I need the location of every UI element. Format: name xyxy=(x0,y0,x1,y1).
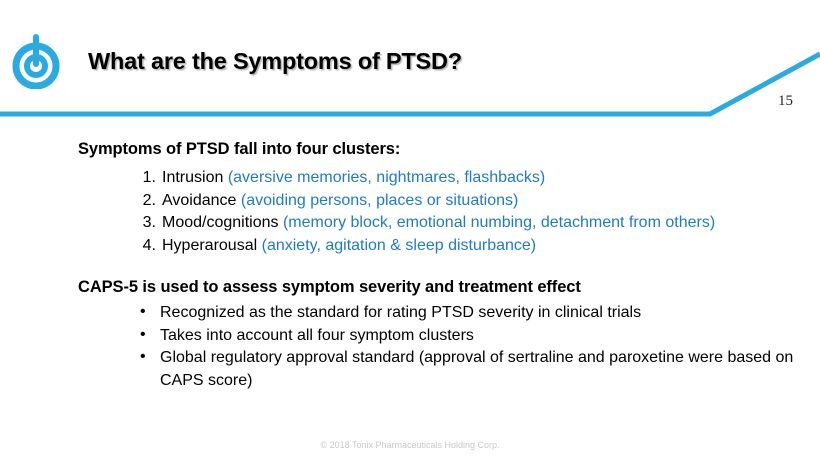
list-item-detail: (memory block, emotional numbing, detach… xyxy=(282,214,716,232)
page-number: 15 xyxy=(778,93,793,109)
list-item-term: Mood/cognitions xyxy=(162,214,283,232)
list-item-text: Recognized as the standard for rating PT… xyxy=(160,303,642,321)
caps5-bullet-list: • Recognized as the standard for rating P… xyxy=(0,302,820,393)
list-marker: 4. xyxy=(142,237,156,255)
list-item: • Recognized as the standard for rating P… xyxy=(138,302,800,325)
list-item-text: Global regulatory approval standard (app… xyxy=(160,349,794,390)
bullet-dot-icon: • xyxy=(140,302,146,320)
list-item-text: Takes into account all four symptom clus… xyxy=(160,326,474,344)
list-item-detail: (avoiding persons, places or situations) xyxy=(240,191,519,209)
list-item-term: Avoidance xyxy=(162,191,241,209)
page-title: What are the Symptoms of PTSD? xyxy=(88,48,462,74)
list-item-term: Hyperarousal xyxy=(162,237,262,255)
list-item-term: Intrusion xyxy=(162,169,228,186)
symptom-cluster-list: 1. Intrusion (aversive memories, nightmar… xyxy=(0,167,820,258)
list-marker: 3. xyxy=(142,214,156,232)
slide-body: Symptoms of PTSD fall into four clusters… xyxy=(0,140,820,393)
list-item: • Takes into account all four symptom clu… xyxy=(138,325,800,348)
list-item: 2. Avoidance (avoiding persons, places or… xyxy=(138,190,782,213)
list-item-detail: (aversive memories, nightmares, flashbac… xyxy=(227,169,546,186)
footer-copyright: © 2018 Tonix Pharmaceuticals Holding Cor… xyxy=(320,440,500,450)
tonix-power-logo-icon xyxy=(12,31,60,89)
list-item: 4. Hyperarousal (anxiety, agitation & sle… xyxy=(138,235,782,258)
section-heading-caps5: CAPS-5 is used to assess symptom severit… xyxy=(78,277,581,296)
list-marker: 2. xyxy=(142,191,156,209)
list-item: 3. Mood/cognitions (memory block, emotion… xyxy=(138,212,782,235)
list-item-detail: (anxiety, agitation & sleep disturbance) xyxy=(261,237,537,255)
list-item: 1. Intrusion (aversive memories, nightmar… xyxy=(138,167,782,190)
list-marker: 1. xyxy=(142,169,156,186)
section-heading-symptoms: Symptoms of PTSD fall into four clusters… xyxy=(78,140,401,158)
bullet-dot-icon: • xyxy=(140,325,146,343)
list-item: • Global regulatory approval standard (ap… xyxy=(138,347,800,392)
bullet-dot-icon: • xyxy=(140,348,146,366)
